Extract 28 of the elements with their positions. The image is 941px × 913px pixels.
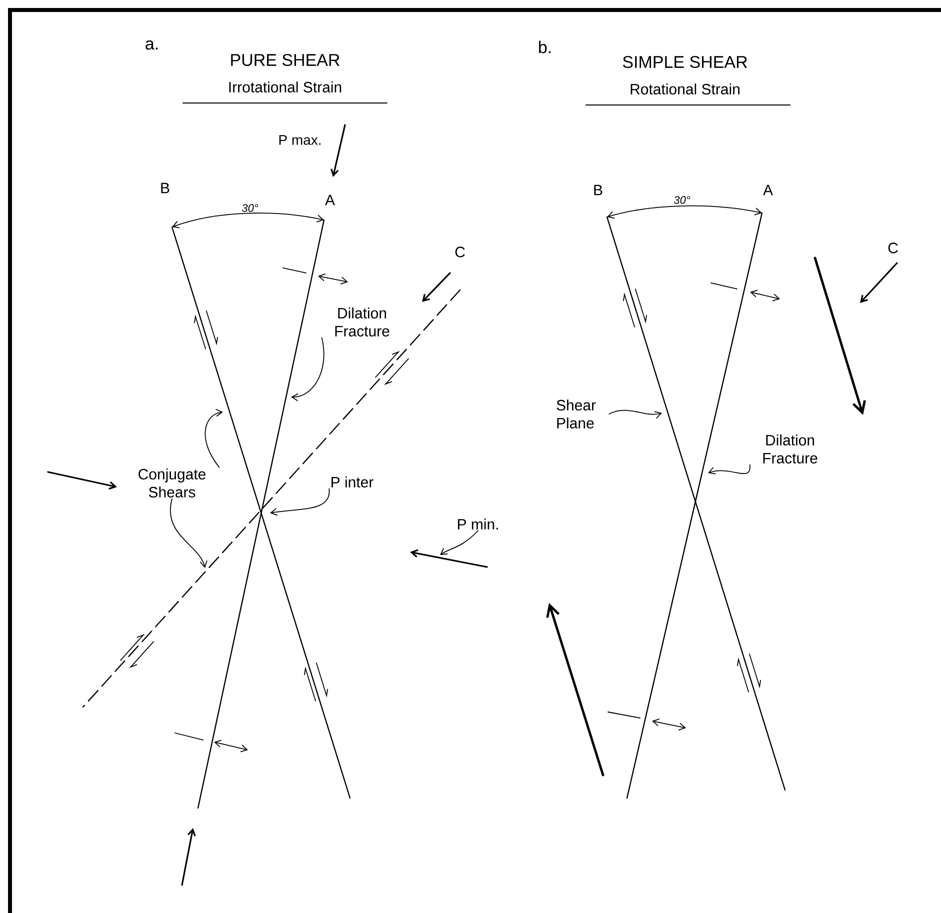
leader-line <box>608 410 662 419</box>
callout-text: Conjugate Shears <box>138 468 206 498</box>
angle-label: 30° <box>674 196 690 204</box>
callout-text: Shear Plane <box>556 399 596 428</box>
line-label: C <box>455 246 465 258</box>
callout-text: Dilation Fracture <box>763 434 818 464</box>
leader-line <box>204 408 223 468</box>
callout-text: P inter <box>332 476 374 488</box>
stress-label: P max. <box>279 135 320 145</box>
panel-title: SIMPLE SHEAR <box>622 56 748 68</box>
line-label: A <box>763 184 773 196</box>
line-label: C <box>888 242 898 254</box>
leader-line <box>708 464 750 474</box>
line-label: B <box>594 184 602 196</box>
panel-letter: a. <box>146 40 158 50</box>
leader-line <box>170 498 208 568</box>
panel-subtitle: Rotational Strain <box>586 83 790 106</box>
callout-text: P min. <box>458 518 498 530</box>
line-label: B <box>161 182 170 194</box>
line-label: A <box>325 194 335 206</box>
leader-line <box>291 337 324 402</box>
callout-text: Dilation Fracture <box>335 307 390 336</box>
panel-letter: b. <box>539 40 551 54</box>
panel-subtitle: Irrotational Strain <box>182 81 388 104</box>
leader-line <box>440 530 478 555</box>
angle-label: 30° <box>242 204 258 212</box>
panel-title: PURE SHEAR <box>231 54 340 66</box>
leader-line <box>270 488 330 516</box>
